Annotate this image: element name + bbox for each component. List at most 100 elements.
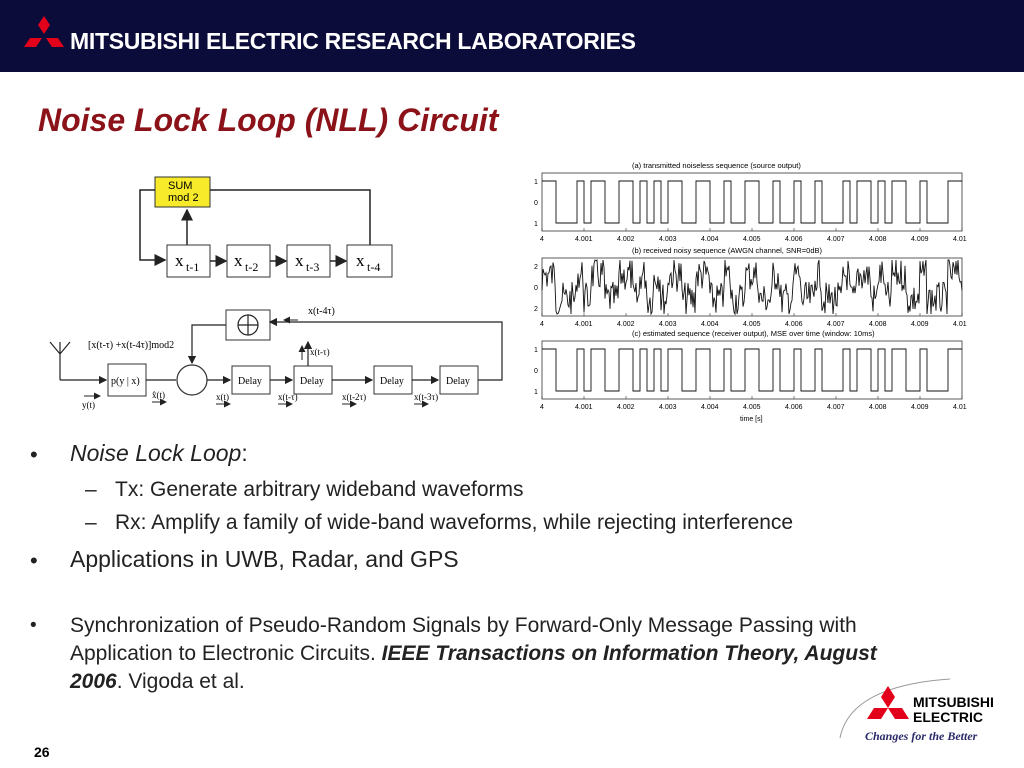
bullet-1-colon: : xyxy=(241,440,248,466)
waveform-series-2 xyxy=(541,259,963,316)
x-tick-label: 4.007 xyxy=(827,321,845,328)
footer-logo-line2: ELECTRIC xyxy=(913,709,983,725)
svg-text:x: x xyxy=(234,251,243,270)
sum-mod2-box xyxy=(154,176,211,208)
y-tick-label: 2 xyxy=(534,264,538,271)
register-cell-4: x t-4 xyxy=(346,244,393,278)
y-tick-label: 0 xyxy=(534,285,538,292)
delay-box-1 xyxy=(231,365,271,395)
x-tick-label: 4.001 xyxy=(575,236,593,243)
x-tick-label: 4.006 xyxy=(785,236,803,243)
reference-citation: Synchronization of Pseudo-Random Signals… xyxy=(70,612,930,696)
x-tick-label: 4.001 xyxy=(575,404,593,411)
svg-text:x: x xyxy=(295,251,304,270)
x-tick-label: 4.005 xyxy=(743,236,761,243)
svg-text:t-1: t-1 xyxy=(186,260,199,274)
header-bar: MITSUBISHI ELECTRIC RESEARCH LABORATORIE… xyxy=(0,0,1024,72)
xor-box xyxy=(225,309,271,341)
ref-journal: IEEE Transactions on Information Theory,… xyxy=(70,642,877,693)
shift-register-diagram: SUM mod 2 x t-1 x t-2 x t-3 x t-4 xyxy=(139,176,393,278)
svg-text:t-2: t-2 xyxy=(245,260,258,274)
ref-authors: . Vigoda et al. xyxy=(116,670,245,693)
waveform-series-3 xyxy=(542,348,962,392)
panel-title-3: (c) estimated sequence (receiver output)… xyxy=(632,329,875,338)
x-tick-label: 4 xyxy=(540,404,544,411)
x-tick-label: 4.007 xyxy=(827,236,845,243)
x-tick-label: 4.004 xyxy=(701,321,719,328)
svg-text:Delay: Delay xyxy=(238,376,262,387)
ref-title: Synchronization of Pseudo-Random Signals… xyxy=(70,614,857,665)
svg-text:x: x xyxy=(175,251,184,270)
mitsubishi-logo-icon xyxy=(24,16,64,47)
x-tick-label: 4.006 xyxy=(785,321,803,328)
antenna-icon xyxy=(49,341,71,380)
signal-label-y: y(t) xyxy=(82,400,95,410)
nll-circuit-diagram: y(t) [x(t-τ) +x(t-4τ)]mod2 p(y | x) x̂(t… xyxy=(49,306,503,410)
tap-label: x(t-τ) xyxy=(310,347,330,357)
x-tick-label: 4.003 xyxy=(659,321,677,328)
multiplier-node xyxy=(176,364,208,396)
pyx-box xyxy=(107,363,147,397)
bullet-2-marker: • xyxy=(30,548,38,573)
x-tick-label: 4.01 xyxy=(953,404,967,411)
sum-label: SUM xyxy=(168,180,192,192)
bullet-3-marker: • xyxy=(30,615,37,636)
signal-label-x-3tau: x(t-3τ) xyxy=(414,392,438,402)
y-tick-label: 1 xyxy=(534,347,538,354)
svg-text:t-4: t-4 xyxy=(367,260,380,274)
x-tick-label: 4.004 xyxy=(701,404,719,411)
x-tick-label: 4.005 xyxy=(743,404,761,411)
footer-logo-line1: MITSUBISHI xyxy=(913,694,994,710)
x-tick-label: 4.004 xyxy=(701,236,719,243)
register-cell-3: x t-3 xyxy=(286,244,331,278)
x-tick-label: 4 xyxy=(540,321,544,328)
svg-text:p(y | x): p(y | x) xyxy=(111,376,140,387)
y-tick-label: 0 xyxy=(534,200,538,207)
footer-logo: MITSUBISHI ELECTRIC Changes for the Bett… xyxy=(839,678,994,743)
footer-tagline: Changes for the Better xyxy=(865,729,978,743)
xor-sum-label: [x(t-τ) +x(t-4τ)]mod2 xyxy=(88,340,174,351)
panel-title-1: (a) transmitted noiseless sequence (sour… xyxy=(632,161,801,170)
register-cell-2: x t-2 xyxy=(226,244,271,278)
y-tick-label: 0 xyxy=(534,368,538,375)
x-axis-label: time [s] xyxy=(740,416,763,423)
waveform-series-1 xyxy=(542,180,962,224)
x-tick-label: 4.005 xyxy=(743,321,761,328)
y-tick-label: 1 xyxy=(534,179,538,186)
x-tick-label: 4.009 xyxy=(911,236,929,243)
feedback-label: x(t-4τ) xyxy=(308,306,335,317)
delay-box-3 xyxy=(373,365,413,395)
delay-box-2 xyxy=(293,365,333,395)
slide-title: Noise Lock Loop (NLL) Circuit xyxy=(38,102,499,138)
x-tick-label: 4.003 xyxy=(659,404,677,411)
waveform-plots: (a) transmitted noiseless sequence (sour… xyxy=(534,161,967,423)
signal-label-x: x(t) xyxy=(216,392,229,402)
mod2-label: mod 2 xyxy=(168,192,199,204)
x-tick-label: 4.009 xyxy=(911,404,929,411)
signal-label-xhat: x̂(t) xyxy=(152,390,165,400)
x-tick-label: 4.009 xyxy=(911,321,929,328)
sub-bullet-1: Tx: Generate arbitrary wideband waveform… xyxy=(115,478,524,501)
signal-label-x-tau: x(t-τ) xyxy=(278,392,298,402)
mitsubishi-logo-icon xyxy=(867,686,909,719)
bullet-1: Noise Lock Loop: xyxy=(70,440,248,467)
y-tick-label: 1 xyxy=(534,389,538,396)
svg-text:Delay: Delay xyxy=(300,376,324,387)
y-tick-label: 2 xyxy=(534,306,538,313)
svg-text:t-3: t-3 xyxy=(306,260,319,274)
sub-bullet-2: Rx: Amplify a family of wide-band wavefo… xyxy=(115,511,794,534)
delay-box-4 xyxy=(439,365,479,395)
x-tick-label: 4.003 xyxy=(659,236,677,243)
x-tick-label: 4 xyxy=(540,236,544,243)
signal-label-x-2tau: x(t-2τ) xyxy=(342,392,366,402)
svg-text:Delay: Delay xyxy=(380,376,404,387)
x-tick-label: 4.008 xyxy=(869,404,887,411)
x-tick-label: 4.01 xyxy=(953,321,967,328)
svg-text:x: x xyxy=(356,251,365,270)
x-tick-label: 4.001 xyxy=(575,321,593,328)
x-tick-label: 4.002 xyxy=(617,404,635,411)
y-tick-label: 1 xyxy=(534,221,538,228)
x-tick-label: 4.002 xyxy=(617,321,635,328)
x-tick-label: 4.002 xyxy=(617,236,635,243)
svg-text:Delay: Delay xyxy=(446,376,470,387)
